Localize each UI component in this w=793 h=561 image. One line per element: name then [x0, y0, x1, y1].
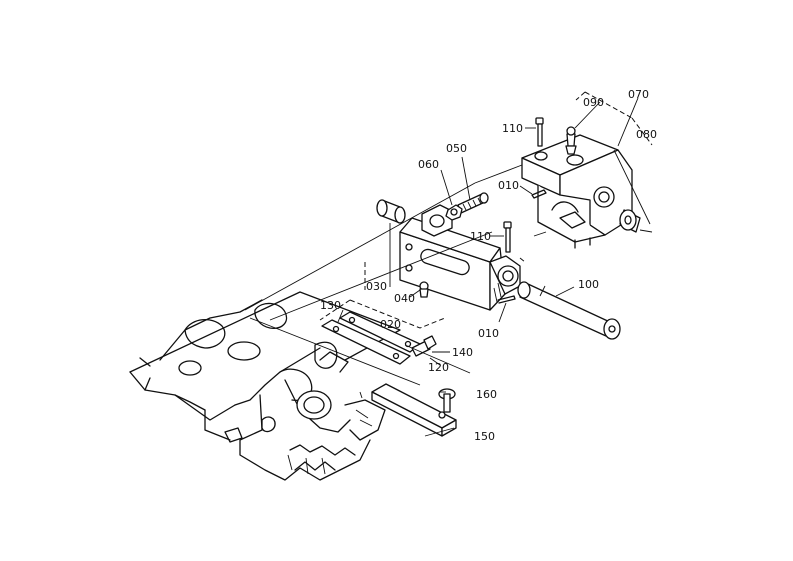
callout-110-upper: 110 [502, 122, 523, 135]
support-bracket [399, 204, 521, 311]
bushing-080 [619, 209, 641, 233]
plate-150 [371, 383, 457, 437]
callout-150: 150 [474, 430, 495, 443]
pivot-pin-100 [517, 281, 621, 340]
bolt-160 [438, 388, 456, 413]
bushing-030 [376, 199, 406, 224]
callout-060: 060 [418, 158, 439, 171]
front-axle-bracket [521, 134, 633, 249]
bolt-140 [411, 335, 437, 357]
cotter-pin-010-upper [531, 189, 547, 199]
callout-130: 130 [320, 299, 341, 312]
callout-090: 090 [583, 96, 604, 109]
shim-plate-130 [321, 319, 411, 365]
callout-120: 120 [428, 361, 449, 374]
callout-030: 030 [366, 280, 387, 293]
nut-060 [445, 204, 463, 221]
leader-lines [337, 97, 639, 437]
callout-070: 070 [628, 88, 649, 101]
grease-fitting-040 [419, 281, 429, 298]
bolt-110-upper [535, 117, 544, 147]
callout-050: 050 [446, 142, 467, 155]
grease-fitting-090 [565, 126, 577, 155]
callout-040: 040 [394, 292, 415, 305]
callout-160: 160 [476, 388, 497, 401]
bolt-050 [457, 192, 489, 214]
bolt-110-lower [503, 221, 512, 253]
callout-010-upper: 010 [498, 179, 519, 192]
callout-140: 140 [452, 346, 473, 359]
callout-110-lower: 110 [470, 230, 491, 243]
callout-080: 080 [636, 128, 657, 141]
callout-020: 020 [380, 318, 401, 331]
engine-block [129, 291, 401, 481]
callout-labels: 110 090 070 080 050 060 010 110 100 030 … [320, 88, 657, 443]
assembly-lines [244, 91, 653, 399]
callout-010-lower: 010 [478, 327, 499, 340]
callout-100: 100 [578, 278, 599, 291]
cotter-pin-010-lower [497, 295, 516, 304]
